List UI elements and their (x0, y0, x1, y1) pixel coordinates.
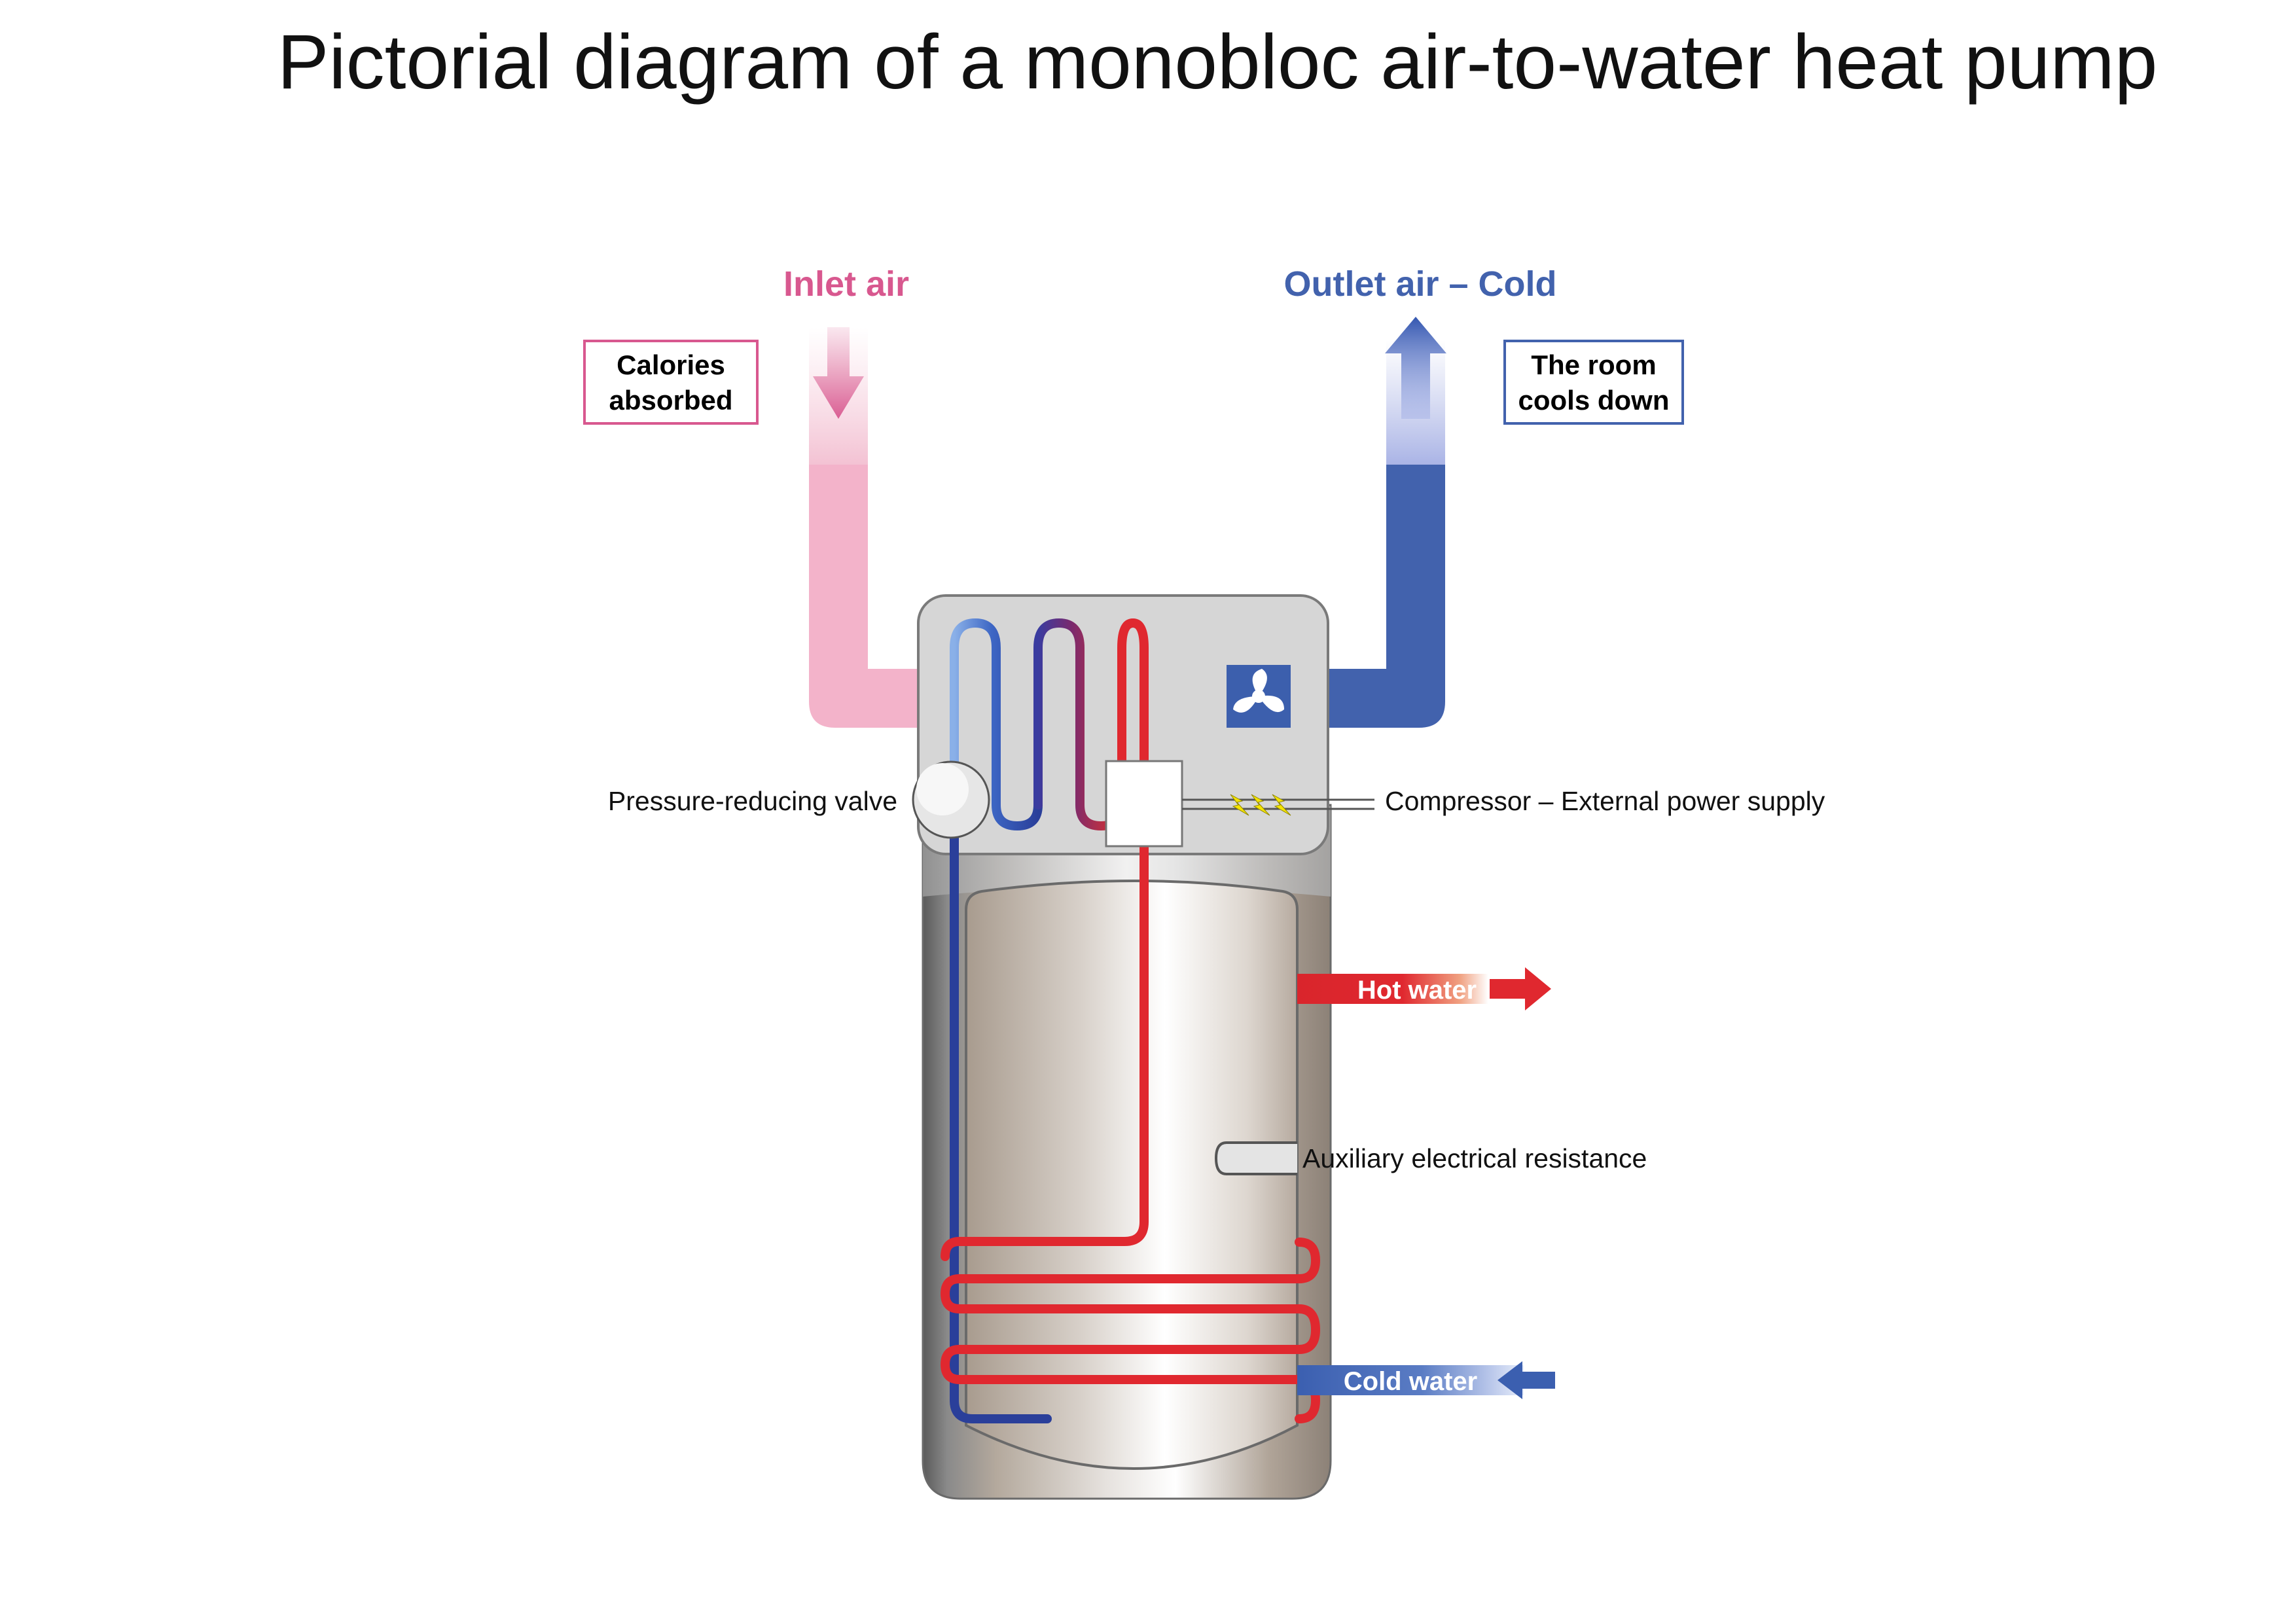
cold-water-pipe (1297, 1365, 1524, 1395)
compressor-box (1105, 760, 1183, 847)
outlet-air-label: Outlet air – Cold (1283, 264, 1556, 304)
arrow-down-icon (813, 327, 864, 419)
hot-water-pipe (1297, 974, 1488, 1004)
valve-highlight (916, 763, 969, 815)
arrow-up-icon (1385, 317, 1446, 419)
inlet-duct (809, 465, 923, 728)
pipe-blue-left (950, 800, 1052, 1423)
inlet-air-group: Inlet air Calories absorbed (583, 264, 923, 728)
arrow-right-icon (1490, 967, 1551, 1010)
inlet-box-line-2: absorbed (609, 385, 732, 416)
outlet-box-line-1: The room (1531, 349, 1656, 380)
cold-water-label: Cold water (1344, 1367, 1477, 1396)
outlet-air-group: Outlet air – Cold The room cools down (1234, 264, 1684, 728)
compressor-label: Compressor – External power supply (1385, 786, 1825, 816)
hot-water-label: Hot water (1357, 976, 1477, 1005)
valve-label: Pressure-reducing valve (608, 786, 897, 816)
components: Pressure-reducing valve Compressor – Ext… (608, 665, 1825, 1175)
coil-loop-3 (1117, 618, 1149, 810)
fan-icon (1227, 665, 1291, 728)
arrow-left-icon (1498, 1361, 1555, 1399)
lightning-icon (1230, 794, 1291, 816)
refrigerant-circuit (941, 618, 1320, 1423)
inlet-info-box (583, 340, 759, 425)
water-connections: Hot water Cold water (1297, 967, 1555, 1399)
electrical-resistance (1214, 1141, 1297, 1175)
inlet-box-line-1: Calories (617, 349, 725, 380)
outlet-duct (1234, 465, 1445, 728)
coil-loop-1 (950, 618, 1043, 830)
inner-tank (965, 880, 1299, 1470)
pipe-red-riser (941, 843, 1149, 1261)
outlet-box-line-2: cools down (1518, 385, 1670, 416)
inlet-air-label: Inlet air (783, 264, 909, 304)
outlet-info-box (1503, 340, 1684, 425)
resistance-label: Auxiliary electrical resistance (1302, 1143, 1647, 1173)
page-title: Pictorial diagram of a monobloc air-to-w… (278, 19, 2158, 105)
